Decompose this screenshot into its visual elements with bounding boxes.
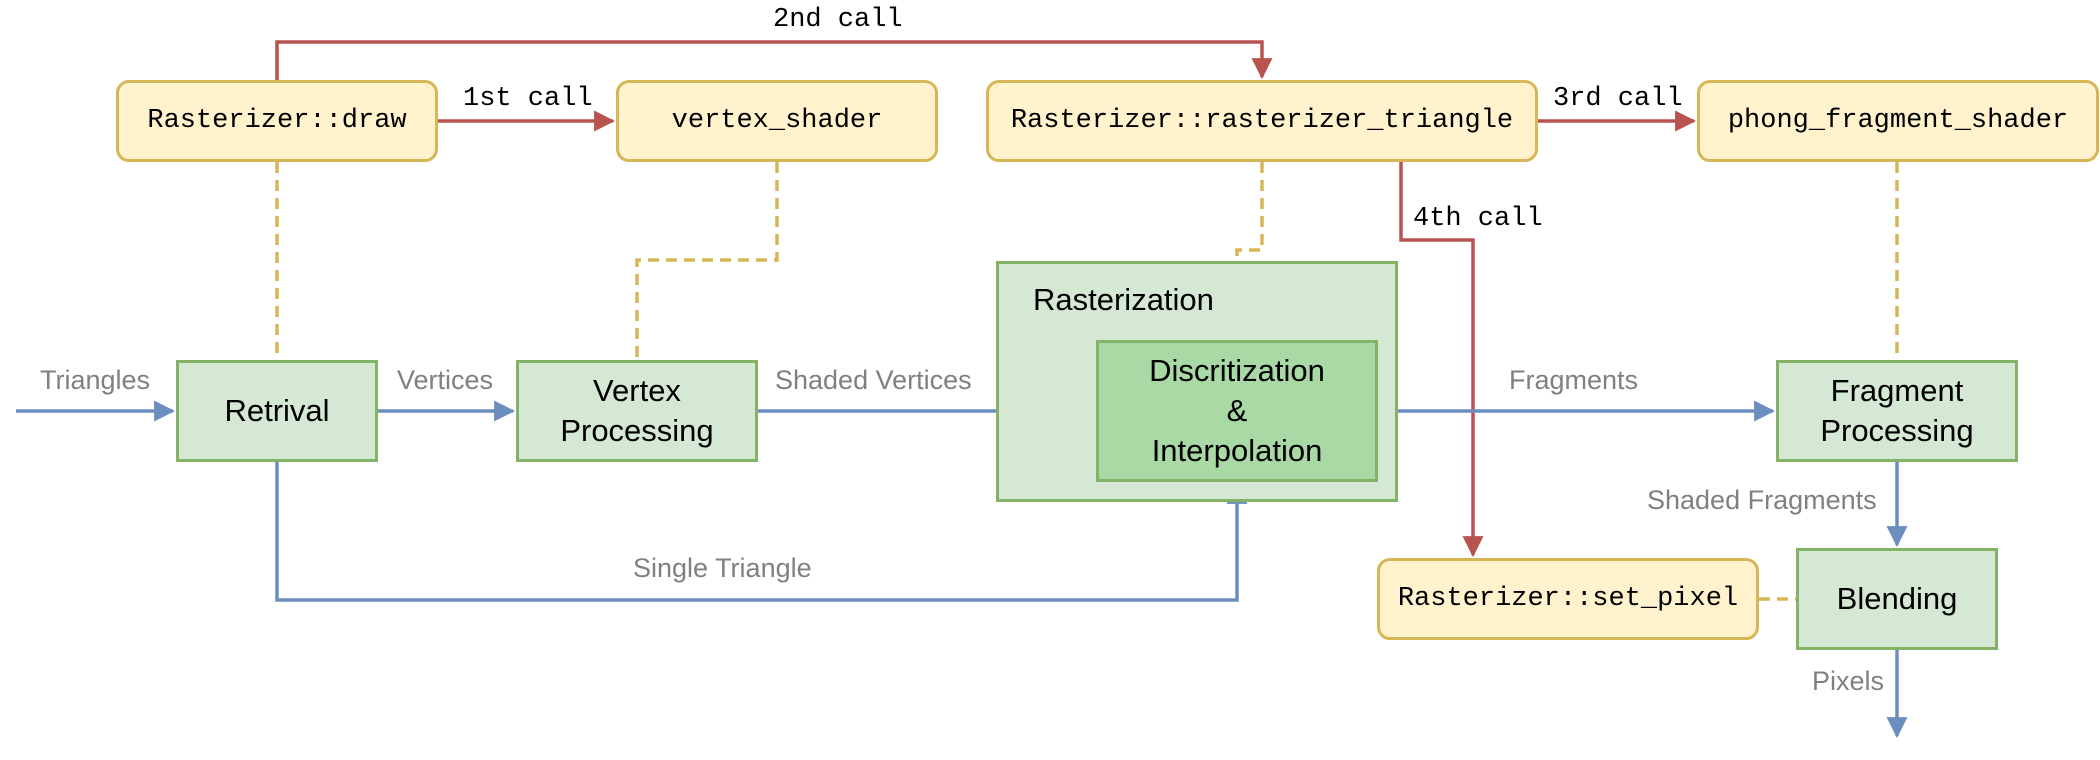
stage-label: Fragment Processing (1820, 371, 1973, 450)
stage-label-line: & (1226, 393, 1248, 429)
flow-label-pixels: Pixels (1812, 666, 1885, 696)
call-label-second: 2nd call (773, 5, 903, 35)
flow-label-triangles: Triangles (40, 365, 151, 395)
function-rasterizer-triangle: Rasterizer::rasterizer_triangle (986, 80, 1538, 162)
function-label: vertex_shader (671, 106, 883, 136)
stage-label: Vertex Processing (560, 371, 713, 450)
flow-label-single-triangle: Single Triangle (633, 553, 812, 583)
stage-blending: Blending (1796, 548, 1998, 650)
flow-label-vertices: Vertices (397, 365, 494, 395)
function-rasterizer-set-pixel: Rasterizer::set_pixel (1377, 558, 1759, 640)
rasterization-group-title: Rasterization (1033, 282, 1214, 317)
function-rasterizer-draw: Rasterizer::draw (116, 80, 438, 162)
link-vertex-shader-stage (635, 162, 779, 360)
stage-retrival: Retrival (176, 360, 378, 462)
stage-label-line: Interpolation (1151, 432, 1323, 468)
stage-label-line: Vertex (593, 373, 681, 409)
call-label-fourth: 4th call (1413, 204, 1543, 234)
stage-label-line: Retrival (224, 393, 330, 429)
call-edge-second (275, 40, 1273, 80)
stage-discretization-interpolation: Discritization & Interpolation (1096, 340, 1378, 482)
stage-label: Discritization & Interpolation (1149, 351, 1325, 470)
call-label-first: 1st call (463, 84, 593, 114)
stage-label-line: Fragment (1830, 373, 1964, 409)
flow-label-shaded-fragments: Shaded Fragments (1647, 485, 1877, 515)
function-vertex-shader: vertex_shader (616, 80, 938, 162)
stage-label-line: Processing (560, 413, 714, 448)
flow-label-fragments: Fragments (1509, 365, 1639, 395)
call-edge-fourth (1399, 162, 1484, 558)
stage-label: Retrival (224, 391, 329, 431)
function-label: Rasterizer::set_pixel (1397, 584, 1739, 614)
function-label: phong_fragment_shader (1727, 106, 2069, 136)
link-triangle-discretize (1235, 162, 1264, 340)
stage-label: Blending (1837, 579, 1958, 619)
function-phong-fragment-shader: phong_fragment_shader (1697, 80, 2099, 162)
flow-label-shaded-vertices: Shaded Vertices (775, 365, 972, 395)
flow-edge-single-triangle (275, 462, 1248, 602)
function-label: Rasterizer::rasterizer_triangle (1010, 106, 1514, 136)
stage-label-line: Discritization (1149, 353, 1325, 389)
stage-label-line: Blending (1836, 581, 1958, 617)
stage-label-line: Processing (1820, 413, 1974, 448)
call-label-third: 3rd call (1553, 84, 1683, 114)
function-label: Rasterizer::draw (147, 106, 407, 136)
stage-fragment-processing: Fragment Processing (1776, 360, 2018, 462)
stage-vertex-processing: Vertex Processing (516, 360, 758, 462)
